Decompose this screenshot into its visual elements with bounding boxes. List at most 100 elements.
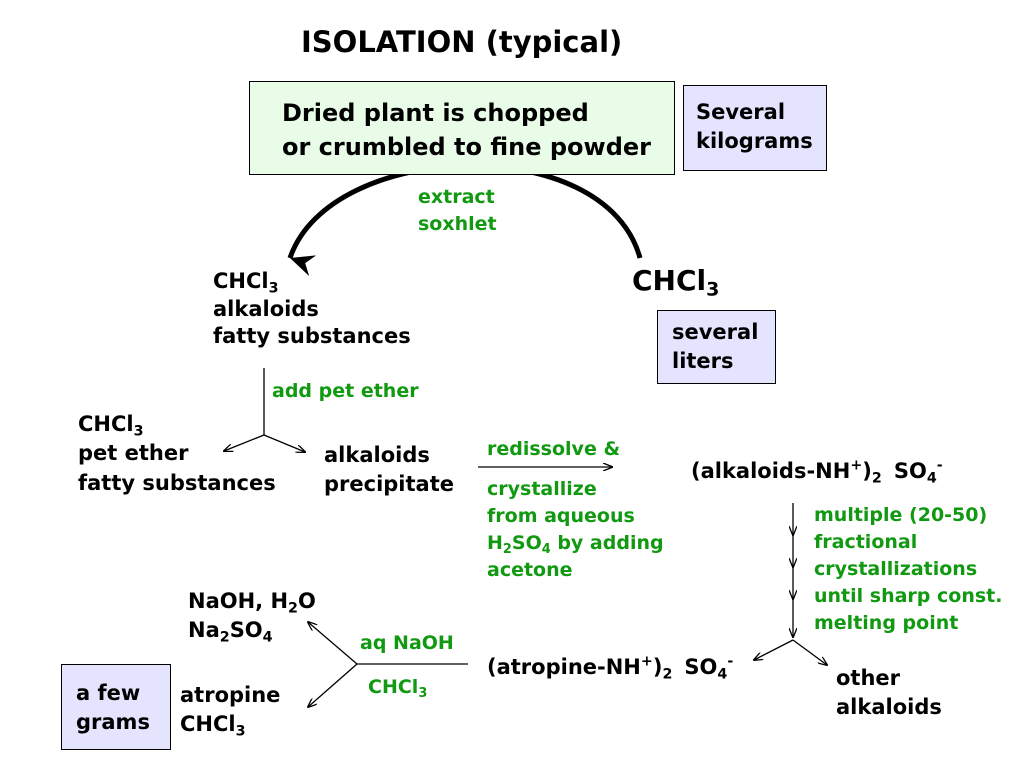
kilograms-text: Several kilograms [696,98,813,157]
redissolve-by-adding: by adding [550,531,664,554]
pet-ether-filtrate: CHCl3 pet ether fatty substances [78,410,276,498]
redissolve-so-subscript: 4 [541,541,551,557]
liters-text: several liters [672,318,758,377]
redissolve-so: SO [511,531,542,554]
alkaloids-precipitate: alkaloids precipitate [324,441,454,500]
sulfate-salt-sub2: 2 [871,470,882,487]
extract-contents-chcl3-main: CHCl [213,269,269,293]
liters-box [657,310,776,384]
other-alkaloids-line-2: alkaloids [836,695,942,720]
split-arrow-left [224,434,265,451]
aqueous-waste: NaOH, H2O Na2SO4 [188,587,316,646]
solvent-chcl3: CHCl3 [632,264,719,299]
aqueous-waste-na: Na [188,618,220,643]
fractional-line-3: crystallizations [814,557,978,580]
kilograms-line-2: kilograms [696,129,813,154]
naoh-split-down [308,663,358,707]
fractional-step-label: multiple (20-50) fractional crystallizat… [814,502,1002,637]
filtrate-chcl3-subscript: 3 [133,423,144,440]
atropine-product: atropine CHCl3 [180,681,280,740]
sulfate-salt-so-subscript: 4 [926,470,937,487]
atropine-salt-pre: (atropine-NH [487,655,641,679]
sulfate-salt-plus: + [850,457,863,474]
split-arrow-right [263,434,305,452]
filtrate-chcl3: CHCl3 [78,410,276,439]
start-material-line-1: Dried plant is chopped [282,99,589,127]
atropine-salt-plus: + [640,653,653,670]
extract-contents-line-2: alkaloids [213,296,319,321]
grams-line-2: grams [76,710,150,735]
liters-line-1: several [672,320,759,344]
redissolve-line-5: acetone [487,558,573,581]
filtrate-line-2: pet ether [78,441,189,466]
aqueous-waste-naoh: NaOH, H [188,589,289,613]
aqueous-waste-na-subscript: 2 [219,629,230,646]
sulfate-salt-post: ) [862,459,872,483]
product-chcl3-main: CHCl [180,712,236,737]
alkaloid-sulfate-salt: (alkaloids-NH+)2 SO4- [691,457,943,487]
naoh-step-chcl3-subscript: 3 [418,685,428,701]
page-title: ISOLATION (typical) [301,25,623,59]
fractional-line-2: fractional [814,530,918,553]
sulfate-salt-minus: - [936,457,943,474]
grams-line-1: a few [76,681,141,705]
other-alkaloids: other alkaloids [836,664,942,723]
atropine-sulfate-salt: (atropine-NH+)2 SO4- [487,653,734,683]
aqueous-waste-so4-subscript: 4 [262,629,273,646]
other-alkaloids-line-1: other [836,666,901,690]
naoh-split-up [308,622,358,665]
extract-contents-line-3: fatty substances [213,324,411,349]
solvent-chcl3-subscript: 3 [706,278,720,301]
filtrate-line-3: fatty substances [78,470,276,495]
crystallization-split-left [754,639,794,660]
naoh-step-label: aq NaOH [360,632,454,654]
extract-step-label: extract soxhlet [418,184,497,238]
atropine-salt-so-subscript: 4 [717,666,728,683]
atropine-salt-minus: - [727,653,734,670]
precipitate-line-1: alkaloids [324,443,430,467]
pet-ether-step-label: add pet ether [272,380,419,402]
solvent-chcl3-main: CHCl [632,264,707,297]
start-material-box [249,81,675,175]
sulfate-salt-so: SO [893,459,927,483]
start-material-line-2: or crumbled to fine powder [282,133,652,162]
redissolve-line-3: from aqueous [487,504,635,527]
start-material-text: Dried plant is chopped or crumbled to fi… [282,96,651,164]
kilograms-box [683,85,827,171]
liters-line-2: liters [672,349,734,374]
redissolve-step-label-top: redissolve & [487,438,621,460]
redissolve-step-label: crystallize from aqueous H2SO4 by adding… [487,476,664,584]
naoh-step-chcl3-main: CHCl [368,676,419,698]
aqueous-waste-h2-subscript: 2 [288,600,298,617]
fractional-line-4: until sharp const. [814,584,1003,607]
aqueous-waste-line-2: Na2SO4 [188,616,316,645]
precipitate-line-2: precipitate [324,472,454,497]
extract-contents: CHCl3 alkaloids fatty substances [213,268,411,351]
extract-contents-chcl3: CHCl3 [213,268,411,296]
redissolve-line-2: crystallize [487,478,597,500]
atropine-salt-post: ) [652,655,663,679]
extract-contents-chcl3-subscript: 3 [268,280,279,297]
atropine-salt-so: SO [684,655,718,679]
fractional-line-5: melting point [814,611,959,634]
atropine-salt-sub2: 2 [662,666,673,683]
naoh-step-chcl3: CHCl3 [368,674,427,701]
aqueous-waste-line-1: NaOH, H2O [188,587,316,616]
sulfate-salt-pre: (alkaloids-NH [691,459,851,483]
extract-step-line-1: extract [418,186,495,208]
extract-step-line-2: soxhlet [418,212,497,235]
redissolve-h-subscript: 2 [502,541,512,557]
filtrate-chcl3-main: CHCl [78,412,134,436]
redissolve-h: H [487,531,503,554]
fractional-line-1: multiple (20-50) [814,504,988,526]
grams-text: a few grams [76,679,150,738]
aqueous-waste-so: SO [229,618,263,643]
aqueous-waste-o: O [297,589,316,613]
redissolve-line-4: H2SO4 by adding [487,530,664,557]
product-chcl3-subscript: 3 [235,723,246,740]
product-chcl3: CHCl3 [180,710,280,739]
kilograms-line-1: Several [696,100,786,124]
product-line-1: atropine [180,683,281,707]
crystallization-split-right [792,639,827,665]
grams-box [61,664,171,750]
